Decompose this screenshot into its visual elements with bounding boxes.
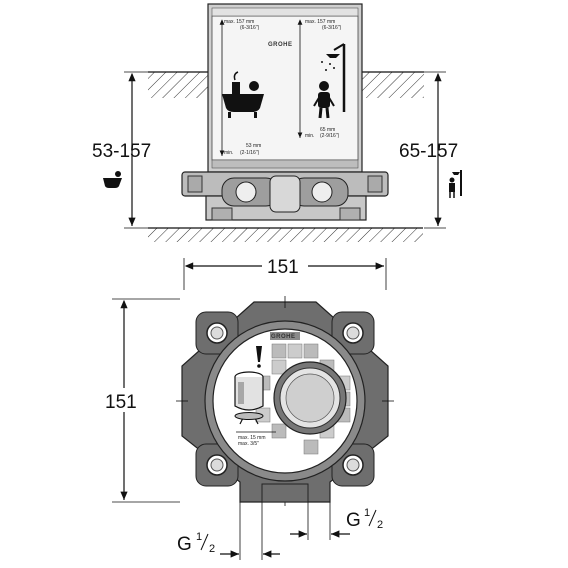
depth-label-bath: 53-157 xyxy=(92,141,151,162)
outlet-connections xyxy=(239,483,331,560)
box-max-left-inch: (6-3/16") xyxy=(240,25,260,31)
bathtub-icon xyxy=(222,71,264,118)
valve-cartridge xyxy=(273,361,347,435)
thread-label-right: G 1 2 xyxy=(346,507,383,531)
shower-small-icon xyxy=(449,170,462,198)
box-min-right-inch: (2-9/16") xyxy=(320,133,340,139)
height-label: 151 xyxy=(105,392,137,413)
box-max-left-label: max. 157 mm xyxy=(224,19,254,25)
valve-base xyxy=(181,171,389,221)
depth-note-1: max. 15 mm xyxy=(238,435,266,441)
thread-left-den: 2 xyxy=(209,543,215,555)
depth-note-2: max. 3/5" xyxy=(238,441,259,447)
box-min-right-label: 65 mm xyxy=(320,127,335,133)
wall-surface-upper xyxy=(148,71,424,98)
box-min-left-label: 53 mm xyxy=(246,143,261,149)
thread-right-main: G xyxy=(346,510,361,531)
depth-label-shower: 65-157 xyxy=(399,141,458,162)
shower-person-icon xyxy=(313,43,346,119)
brand-logo-top: GROHE xyxy=(271,334,296,340)
warning-exclamation-icon xyxy=(256,346,262,368)
thread-right-num: 1 xyxy=(364,507,370,519)
thread-right-den: 2 xyxy=(377,519,383,531)
brand-logo-side: GROHE xyxy=(268,42,293,48)
thread-label-left: G 1 2 xyxy=(177,531,215,555)
side-view: max. 157 mm (6-3/16") 53 mm min. (2-1/16… xyxy=(92,3,462,242)
bath-small-icon xyxy=(103,171,122,188)
box-max-right-inch: (6-3/16") xyxy=(322,25,342,31)
thread-left-main: G xyxy=(177,534,192,555)
thread-left-num: 1 xyxy=(196,531,202,543)
mounting-lug-tl xyxy=(195,311,239,355)
box-min-right-prefix: min. xyxy=(305,133,314,139)
box-min-left-prefix: min. xyxy=(224,150,233,156)
top-view: 151 151 xyxy=(105,254,394,560)
box-min-left-inch: (2-1/16") xyxy=(240,150,260,156)
mounting-lug-tr xyxy=(331,311,375,355)
protective-cap-icon xyxy=(234,371,264,425)
box-max-right-label: max. 157 mm xyxy=(305,19,335,25)
wall-surface-lower xyxy=(148,227,423,242)
width-label: 151 xyxy=(267,257,299,278)
